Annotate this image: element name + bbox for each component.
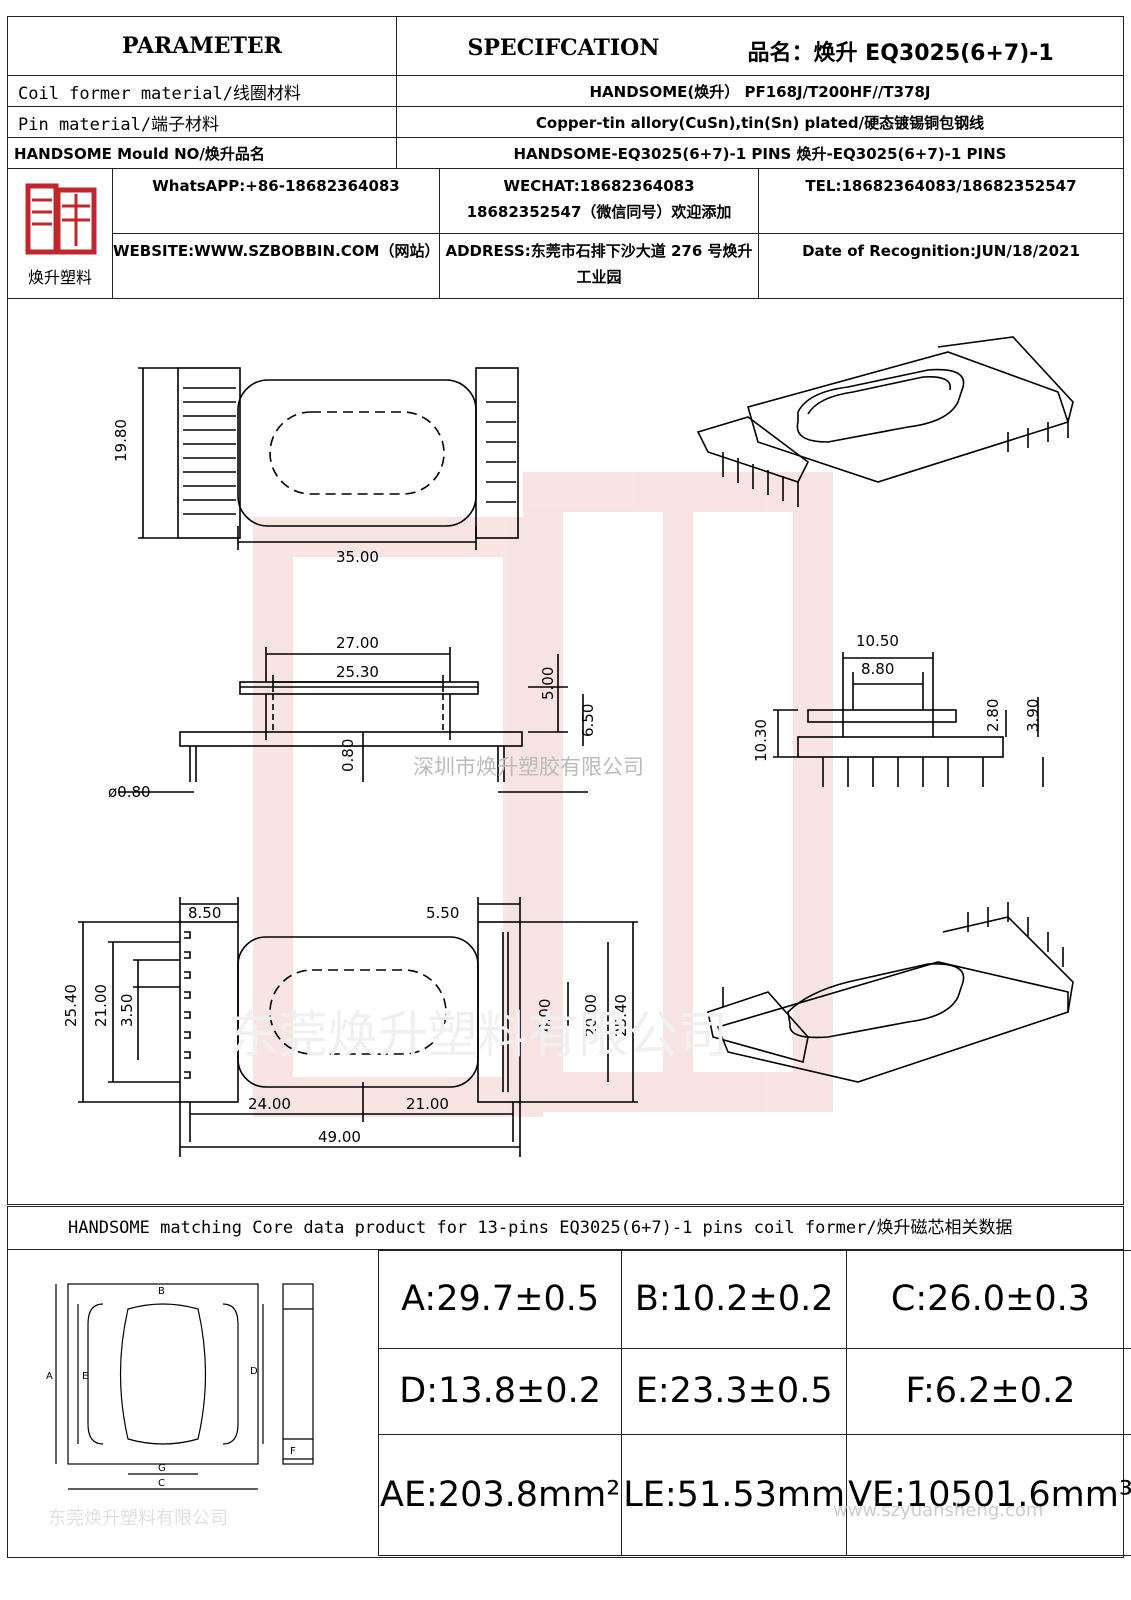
specification-heading: SPECIFCATION [467,34,660,61]
logo-caption: 焕升塑料 [27,267,92,287]
dim-p: 21.00 [406,1095,449,1113]
dim-l: 21.00 [92,984,110,1027]
watermark-middle: 深圳市焕升塑胶有限公司 [413,755,644,779]
coil-material-label: Coil former material/线圈材料 [7,75,397,107]
dim-f: 6.50 [579,704,597,737]
dim-w: 2.80 [984,699,1002,732]
core-label-b: B [158,1286,165,1297]
whatsapp-cell: WhatsAPP:+86-18682364083 [112,168,440,234]
core-data-title: HANDSOME matching Core data product for … [7,1206,1124,1250]
website-cell: WEBSITE:WWW.SZBOBBIN.COM（网站） [112,233,440,299]
dim-d: 25.30 [336,663,379,681]
recognition-date: Date of Recognition:JUN/18/2021 [802,242,1080,260]
address: ADDRESS:东莞市石排下沙大道 276 号焕升工业园 [445,242,753,286]
core-f: F:6.2±0.2 [846,1347,1131,1435]
dim-t: 5.50 [426,904,459,922]
core-le: LE:51.53mm [621,1433,848,1557]
dim-q: 4.00 [536,999,554,1032]
dim-m: 3.50 [118,994,136,1027]
tel-cell: TEL:18682364083/18682352547 [758,168,1124,234]
core-label-a: A [46,1371,53,1382]
dim-c: 27.00 [336,634,379,652]
address-cell: ADDRESS:东莞市石排下沙大道 276 号焕升工业园 [439,233,759,299]
core-ae: AE:203.8mm² [377,1433,623,1557]
website: WEBSITE:WWW.SZBOBBIN.COM（网站） [113,242,440,260]
dim-x: 3.90 [1024,699,1042,732]
logo-cell: 焕升塑料 [7,168,113,299]
core-drawing: A E B D F G C 东莞焕升塑料有限公司 [46,1283,314,1529]
core-label-g: G [158,1463,166,1474]
dim-o: 49.00 [318,1128,361,1146]
core-a: A:29.7±0.5 [377,1250,623,1349]
core-values-table: A:29.7±0.5 B:10.2±0.2 C:26.0±0.3 D:13.8±… [377,1250,1131,1557]
watermark-large: 东莞焕升塑料有限公司 [228,1006,728,1064]
dim-j: 8.50 [188,904,221,922]
pin-material-value: Copper-tin allory(CuSn),tin(Sn) plated/硬… [396,106,1124,138]
core-data-area: A E B D F G C 东莞焕升塑料有限公司 A:29.7±0.5 B:10… [7,1250,1131,1558]
wechat-cell: WECHAT:18682364083 18682352547（微信同号）欢迎添加 [439,168,759,234]
product-name: 品名：焕升 EQ3025(6+7)-1 [747,40,1054,66]
company-info-table: 焕升塑料 WhatsAPP:+86-18682364083 WECHAT:186… [7,168,1124,299]
core-b: B:10.2±0.2 [621,1250,848,1349]
date-cell: Date of Recognition:JUN/18/2021 [758,233,1124,299]
wechat-line-1: WECHAT:18682364083 [503,177,695,195]
tel: TEL:18682364083/18682352547 [805,177,1077,195]
whatsapp: WhatsAPP:+86-18682364083 [152,177,400,195]
bobbin-drawing: 19.80 35.00 27.00 25.30 5.00 6.50 0.80 ø… [62,336,1074,1157]
parameter-heading: PARAMETER [7,16,397,76]
dim-u: 10.50 [856,632,899,650]
core-label-e: E [82,1371,88,1382]
dim-e: 5.00 [539,667,557,700]
spec-sheet: PARAMETER SPECIFCATION 品名：焕升 EQ3025(6+7)… [7,16,1131,1558]
wechat-line-2: 18682352547（微信同号）欢迎添加 [466,203,732,221]
coil-material-value: HANDSOME(焕升） PF168J/T200HF//T378J [396,75,1124,107]
core-ve: VE:10501.6mm³ [846,1433,1131,1557]
core-watermark: 东莞焕升塑料有限公司 [48,1508,228,1529]
core-label-f: F [290,1446,296,1457]
dim-k: 25.40 [62,984,80,1027]
url-watermark: www.szyuansheng.com [833,1500,1044,1521]
dim-b: 35.00 [336,548,379,566]
core-label-d: D [250,1366,258,1377]
pin-material-label: Pin material/端子材料 [7,106,397,138]
dim-r: 20.00 [582,994,600,1037]
core-d: D:13.8±0.2 [377,1347,623,1435]
dim-s: 25.40 [612,994,630,1037]
dim-y: 10.30 [752,719,770,762]
dim-n: 24.00 [248,1095,291,1113]
core-label-c: C [158,1478,165,1489]
dim-i: ø0.80 [108,783,151,801]
core-e: E:23.3±0.5 [621,1347,848,1435]
dim-v: 8.80 [861,660,894,678]
company-logo-icon [25,183,97,254]
dim-h: 0.80 [339,739,357,772]
header-table: PARAMETER SPECIFCATION 品名：焕升 EQ3025(6+7)… [7,16,1124,169]
dim-a: 19.80 [112,419,130,462]
mould-no-label: HANDSOME Mould NO/焕升品名 [7,137,397,169]
mould-no-value: HANDSOME-EQ3025(6+7)-1 PINS 焕升-EQ3025(6+… [396,137,1124,169]
core-c: C:26.0±0.3 [846,1250,1131,1349]
spec-heading-cell: SPECIFCATION 品名：焕升 EQ3025(6+7)-1 [396,16,1124,76]
technical-drawing: 19.80 35.00 27.00 25.30 5.00 6.50 0.80 ø… [7,292,1124,1205]
